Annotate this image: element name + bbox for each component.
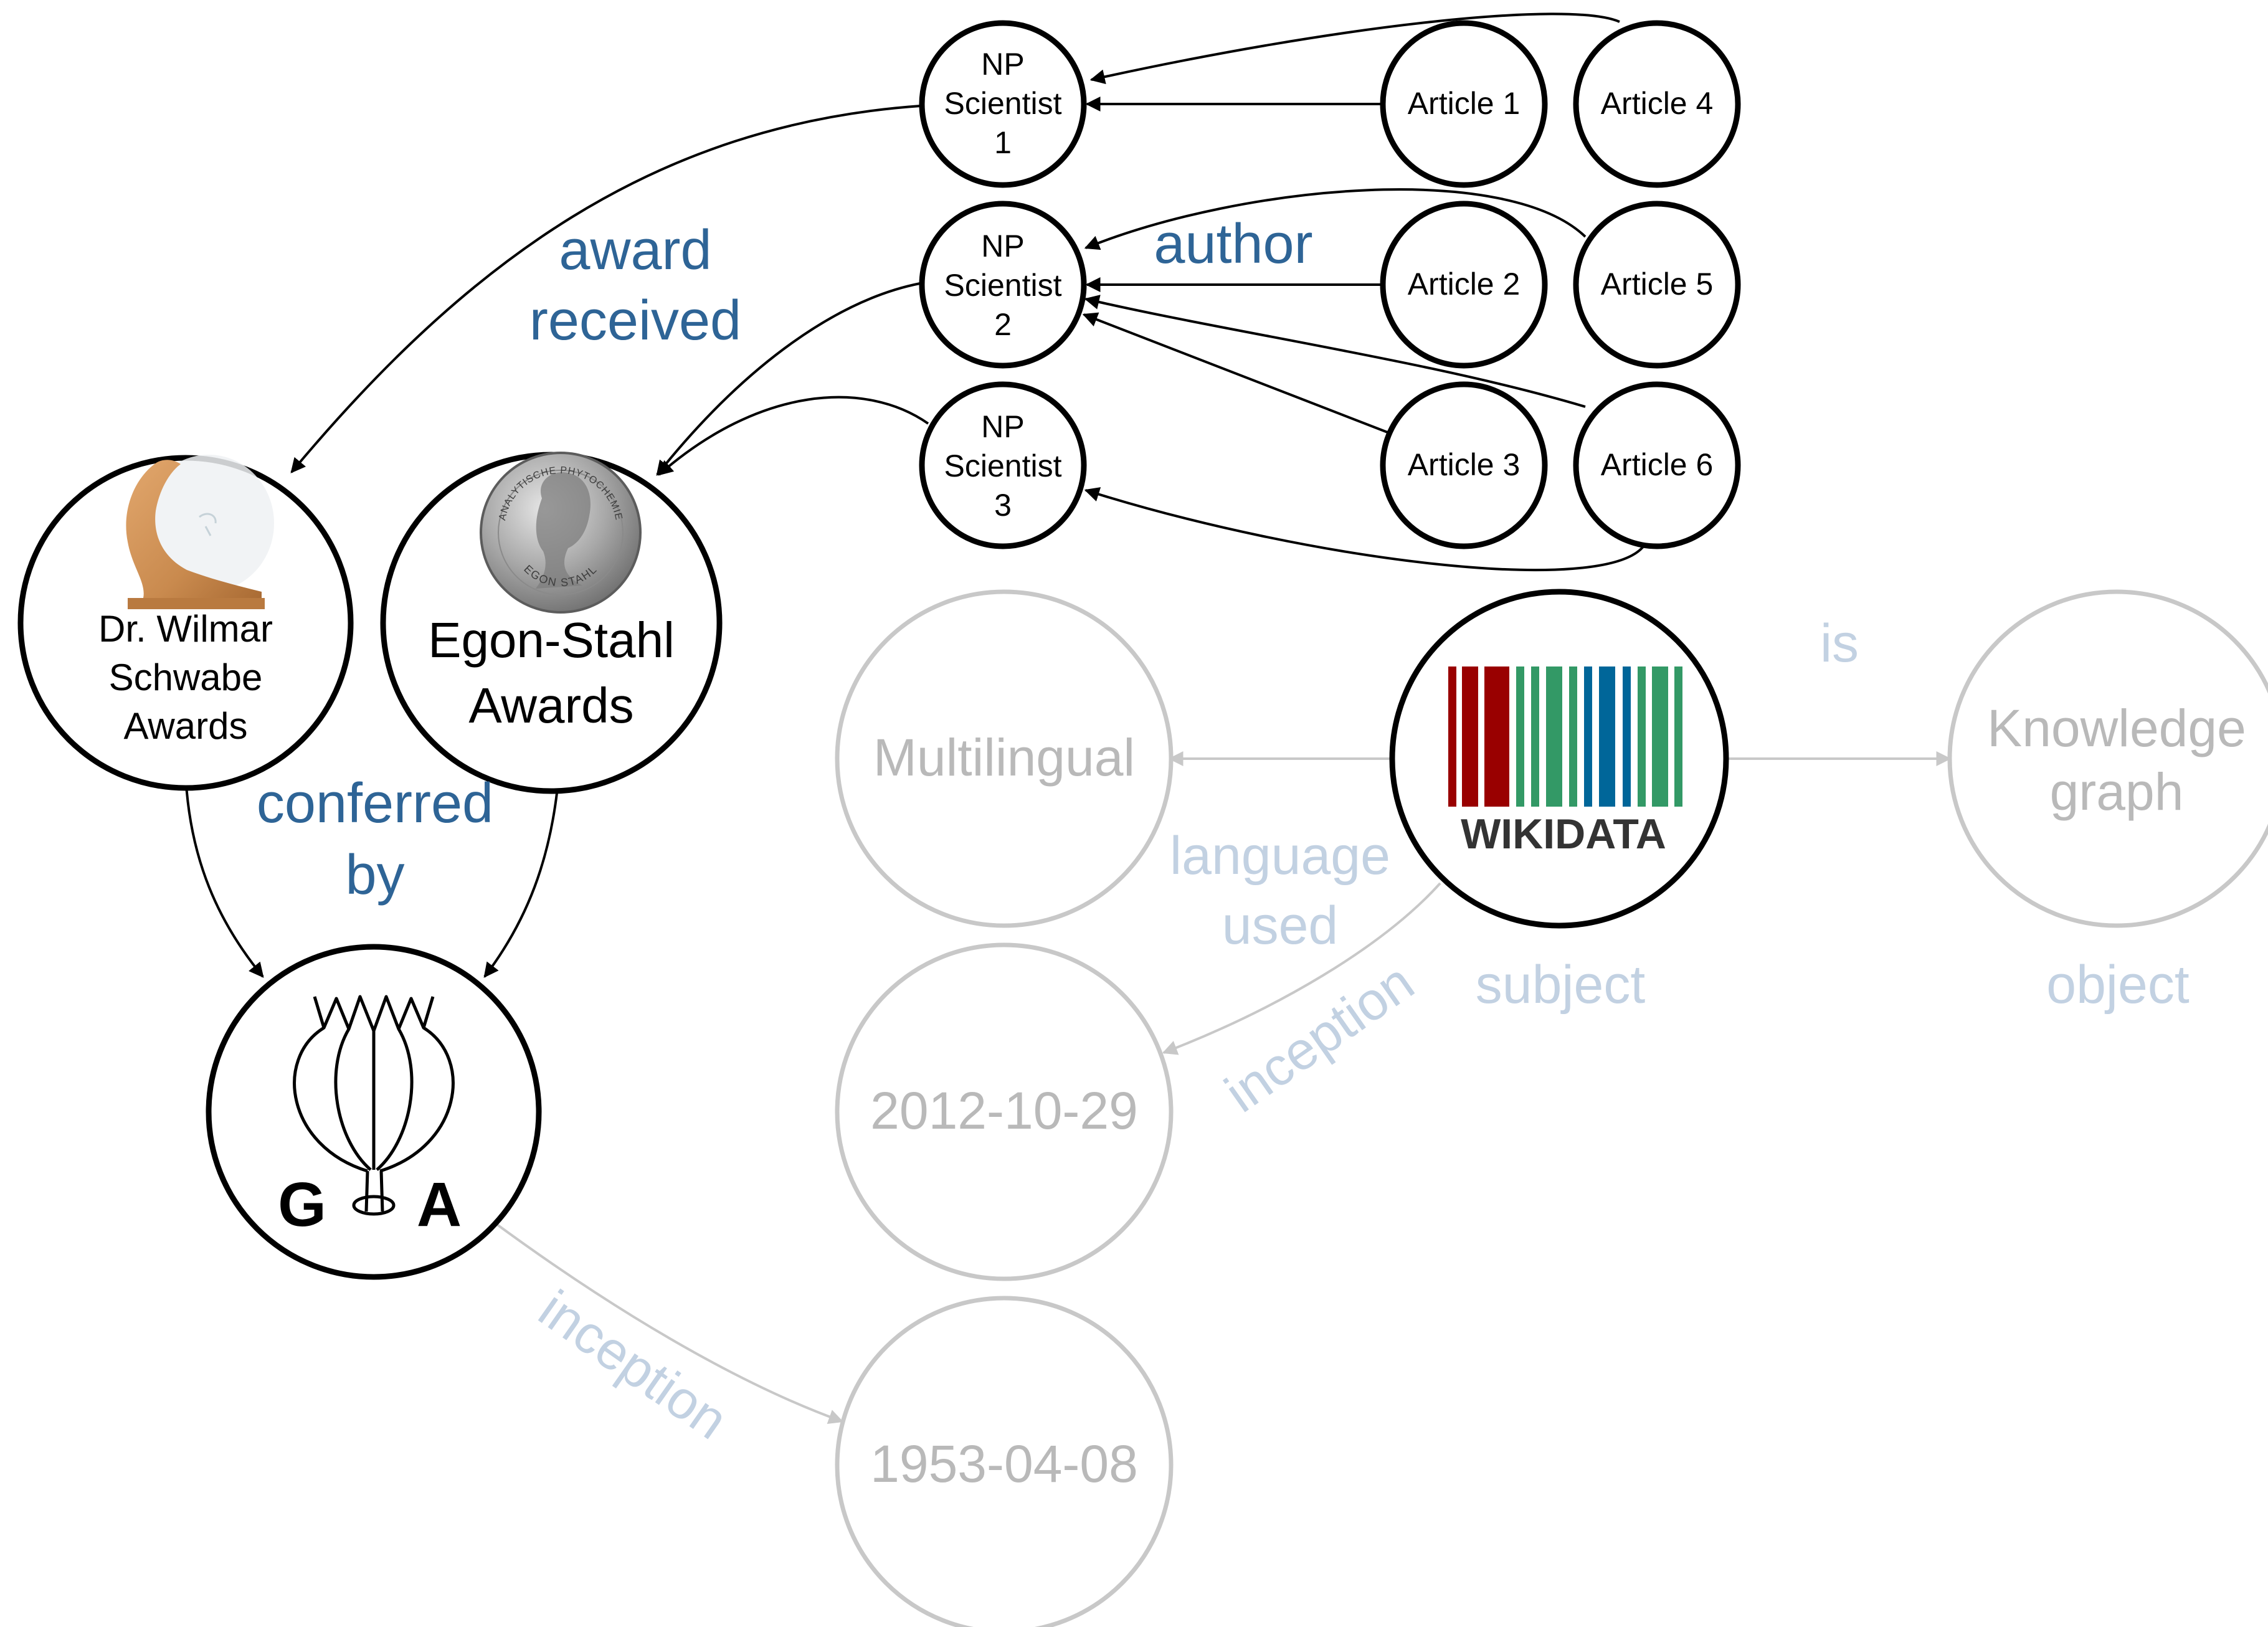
label-language-used-line1: language <box>1170 826 1390 886</box>
node-np-scientist-3-line1: NP <box>981 409 1024 444</box>
node-knowledge-graph-circle <box>1947 589 2268 928</box>
node-article-3: Article 3 <box>1380 381 1548 549</box>
label-is: is <box>1820 614 1859 673</box>
wikidata-wordmark: WIKIDATA <box>1461 810 1666 858</box>
node-date-2012-label: 2012-10-29 <box>870 1081 1138 1140</box>
egon-stahl-medal-icon: ANALYTISCHE PHYTOCHEMIE EGON STAHL <box>480 452 642 614</box>
node-np-scientist-1-line2: Scientist <box>944 86 1062 121</box>
edge-article5-np2 <box>1084 188 1587 250</box>
node-schwabe-awards-line3: Awards <box>124 705 248 747</box>
ga-letter-g: G <box>278 1170 326 1240</box>
node-np-scientist-2-line3: 2 <box>994 307 1012 342</box>
node-article-3-circle <box>1380 381 1548 549</box>
node-np-scientist-3-line2: Scientist <box>944 448 1062 483</box>
node-np-scientist-1-line3: 1 <box>994 125 1012 160</box>
award-edges <box>184 105 929 978</box>
node-np-scientist-3: NP Scientist 3 <box>919 381 1087 549</box>
node-multilingual: Multilingual <box>835 589 1174 928</box>
label-conferred-by-line2: by <box>345 844 404 906</box>
node-multilingual-circle <box>835 589 1174 928</box>
node-article-6: Article 6 <box>1573 381 1741 549</box>
edge-article6-np2 <box>1084 295 1586 408</box>
node-date-2012-circle <box>835 942 1174 1281</box>
author-edges <box>1082 12 1646 572</box>
node-wikidata: WIKIDATA <box>1389 589 1729 929</box>
wikidata-barcode-icon <box>1448 666 1682 807</box>
label-inception-ga: inception <box>528 1279 738 1451</box>
node-schwabe-awards-line1: Dr. Wilmar <box>98 608 273 650</box>
edge-np3-egon <box>658 396 929 476</box>
node-date-1953-circle <box>835 1296 1174 1627</box>
node-article-2-label: Article 2 <box>1408 267 1521 301</box>
node-np-scientist-3-line3: 3 <box>994 488 1012 523</box>
annotation-subject: subject <box>1476 955 1646 1015</box>
annotation-object: object <box>2046 955 2190 1015</box>
node-article-3-label: Article 3 <box>1408 447 1521 482</box>
node-article-4-label: Article 4 <box>1601 86 1714 121</box>
node-date-2012: 2012-10-29 <box>835 942 1174 1281</box>
node-article-5: Article 5 <box>1573 201 1741 369</box>
poppy-capsule-icon <box>293 995 455 1216</box>
edge-article6-np3 <box>1084 487 1646 572</box>
node-article-5-label: Article 5 <box>1601 267 1714 301</box>
edge-article4-np1 <box>1089 12 1620 85</box>
node-egon-stahl-awards: ANALYTISCHE PHYTOCHEMIE EGON STAHL Egon-… <box>380 452 723 794</box>
node-article-6-circle <box>1573 381 1741 549</box>
ga-letter-a: A <box>417 1170 462 1240</box>
node-article-1-label: Article 1 <box>1408 86 1521 121</box>
node-egon-stahl-awards-line2: Awards <box>468 678 633 733</box>
node-schwabe-awards: Dr. Wilmar Schwabe Awards <box>17 455 354 791</box>
node-np-scientist-2-line2: Scientist <box>944 268 1062 303</box>
edge-schwabe-ga <box>184 775 264 978</box>
node-knowledge-graph-line2: graph <box>2050 762 2184 821</box>
node-article-4: Article 4 <box>1573 20 1741 188</box>
node-knowledge-graph-line1: Knowledge <box>1987 699 2246 757</box>
node-date-1953-label: 1953-04-08 <box>870 1435 1138 1493</box>
node-article-6-label: Article 6 <box>1601 447 1714 482</box>
wooden-trophy-icon <box>126 455 274 609</box>
node-article-2-circle <box>1380 201 1548 369</box>
node-knowledge-graph: Knowledge graph <box>1947 589 2268 928</box>
label-conferred-by-line1: conferred <box>257 772 493 835</box>
node-article-2: Article 2 <box>1380 201 1548 369</box>
node-article-1-circle <box>1380 20 1548 188</box>
node-np-scientist-1: NP Scientist 1 <box>919 20 1087 188</box>
node-np-scientist-2: NP Scientist 2 <box>919 201 1087 369</box>
label-author: author <box>1154 213 1312 275</box>
label-award-received-line2: received <box>529 290 741 352</box>
label-language-used-line2: used <box>1222 896 1339 956</box>
node-np-scientist-2-line1: NP <box>981 229 1024 263</box>
edge-article3-np2 <box>1082 312 1390 434</box>
edge-egon-ga <box>483 775 560 978</box>
node-multilingual-label: Multilingual <box>873 728 1135 787</box>
edge-np1-schwabe <box>290 105 921 473</box>
node-date-1953: 1953-04-08 <box>835 1296 1174 1627</box>
node-np-scientist-1-circle <box>919 20 1087 188</box>
faded-edges <box>491 751 1952 1424</box>
edge-ga-1953 <box>491 1220 844 1424</box>
node-egon-stahl-awards-line1: Egon-Stahl <box>428 612 675 668</box>
node-ga-society: G A <box>206 944 542 1280</box>
edge-wikidata-2012 <box>1162 882 1441 1055</box>
label-award-received-line1: award <box>559 219 711 282</box>
edge-labels: award received author conferred by is la… <box>257 213 2190 1451</box>
node-article-1: Article 1 <box>1380 20 1548 188</box>
node-article-5-circle <box>1573 201 1741 369</box>
node-np-scientist-3-circle <box>919 381 1087 549</box>
node-schwabe-awards-line2: Schwabe <box>109 657 263 698</box>
node-np-scientist-1-line1: NP <box>981 47 1024 82</box>
edge-np2-egon <box>656 282 921 476</box>
node-np-scientist-2-circle <box>919 201 1087 369</box>
node-article-4-circle <box>1573 20 1741 188</box>
